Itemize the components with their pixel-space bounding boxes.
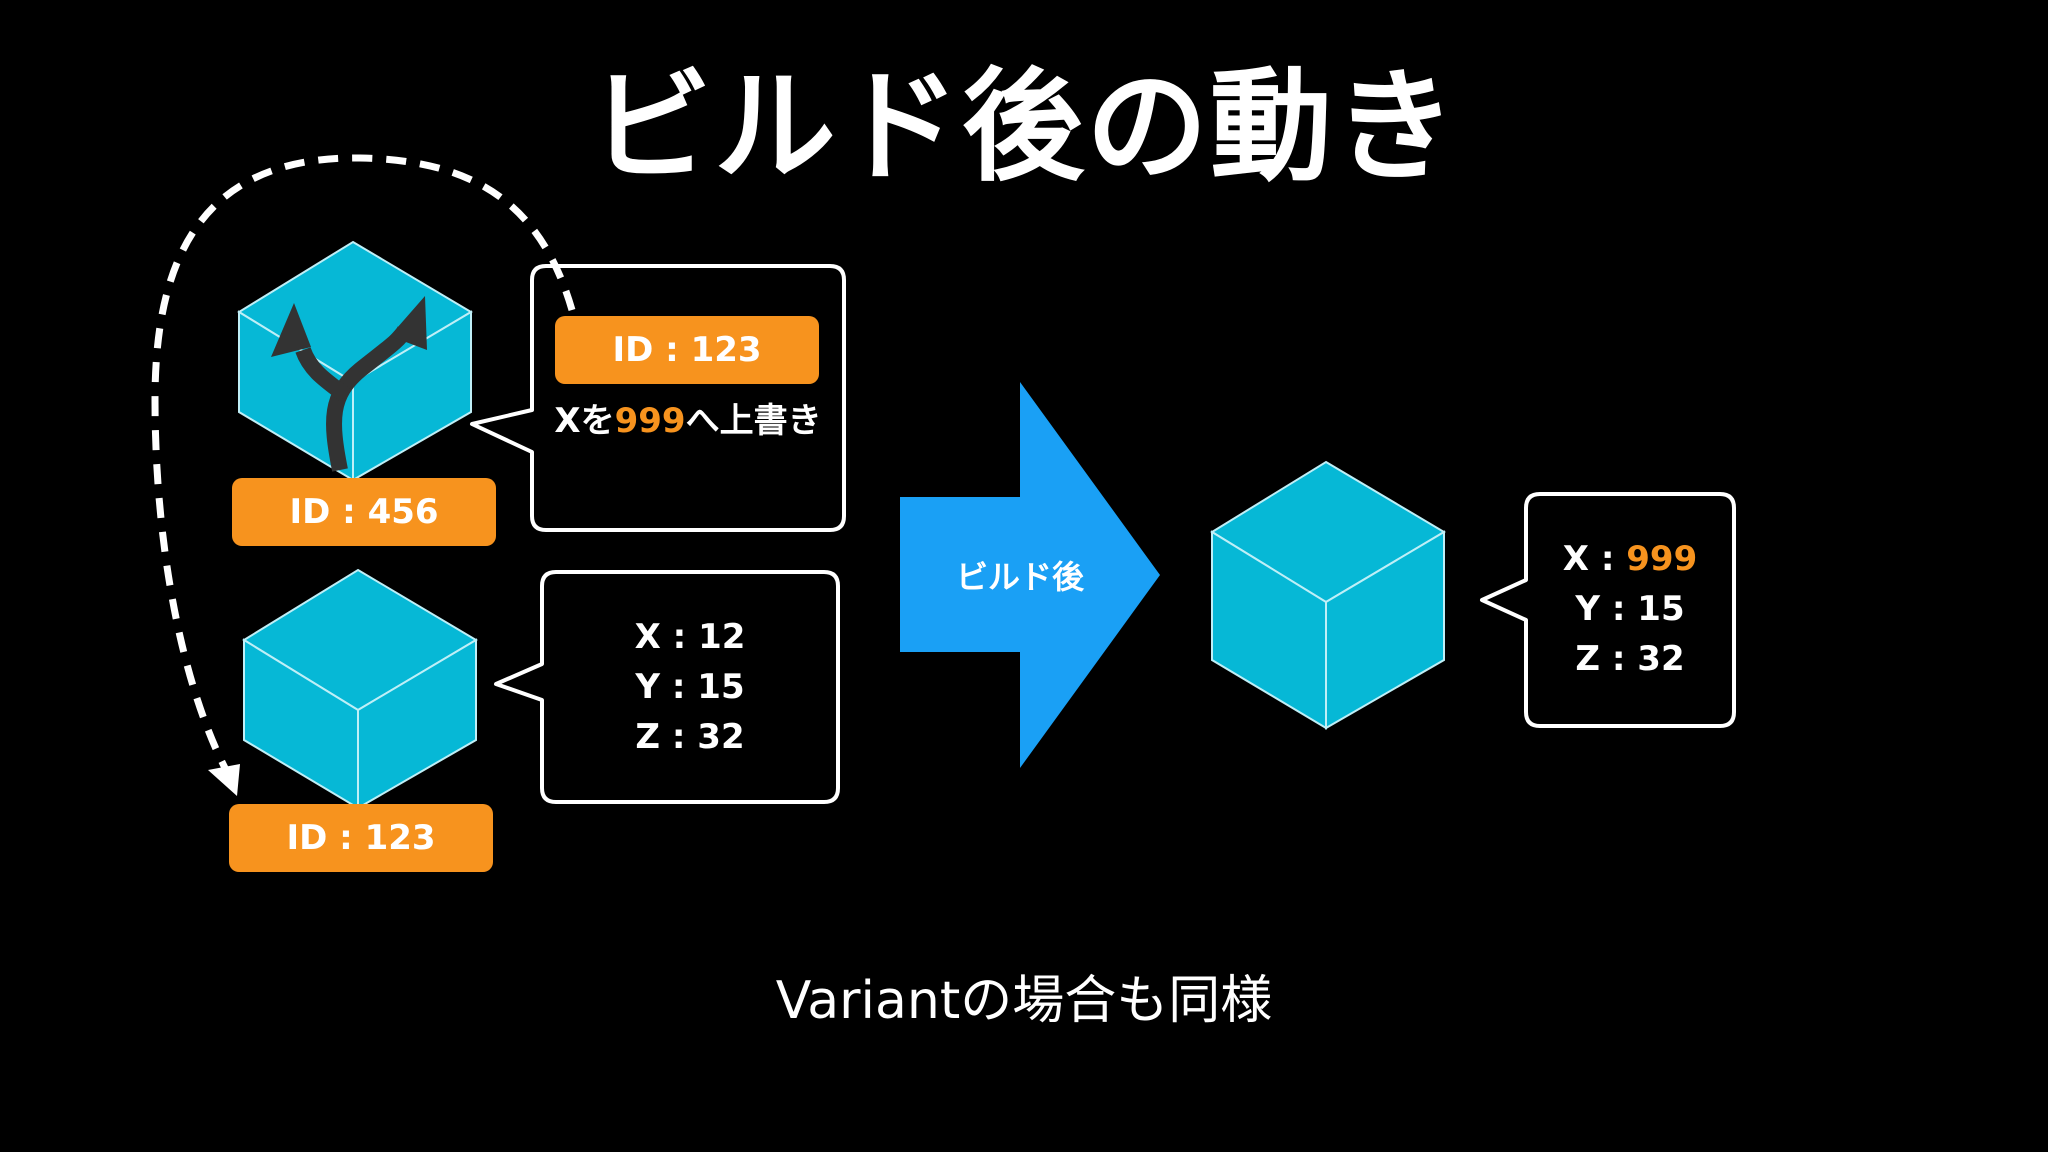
cube-top-left-right-face (352, 310, 472, 482)
override-text-value: 999 (614, 401, 686, 441)
after-prop-x: X : 999 (1526, 534, 1734, 584)
cube-bottom-left (242, 568, 478, 810)
after-props-text: X : 999 Y : 15 Z : 32 (1526, 534, 1734, 684)
branch-arrows-icon (271, 296, 427, 472)
id-tag-bottom-entity: ID : 123 (229, 804, 493, 872)
id-tag-top-entity: ID : 456 (232, 478, 496, 546)
after-prop-x-prefix: X : (1562, 539, 1627, 579)
override-text: Xを999へ上書き (540, 396, 836, 446)
transition-label: ビルド後 (955, 558, 1084, 596)
cube-after-build-right-face (1325, 530, 1445, 730)
dashed-curved-arrow-icon (151, 154, 576, 796)
bottom-props-text: X : 12 Y : 15 Z : 32 (542, 612, 838, 762)
cube-bottom-left-right-face (357, 638, 477, 810)
prop-x: X : 12 (634, 617, 746, 657)
override-text-suffix: へ上書き (685, 401, 822, 441)
after-props-speech-bubble (1480, 492, 1736, 728)
props-speech-bubble (494, 570, 840, 804)
after-prop-z: Z : 32 (1575, 639, 1685, 679)
cube-after-build (1210, 460, 1446, 730)
build-transition-arrow (900, 382, 1160, 768)
after-prop-x-value: 999 (1626, 539, 1698, 579)
override-line: Xを999へ上書き (540, 396, 836, 446)
footer-note: Variantの場合も同様 (775, 971, 1273, 1031)
prop-y: Y : 15 (635, 667, 745, 707)
id-tag-override-target: ID : 123 (555, 316, 819, 384)
after-prop-y: Y : 15 (1575, 589, 1685, 629)
prop-z: Z : 32 (635, 717, 745, 757)
override-text-prefix: Xを (554, 401, 615, 441)
cube-top-left (237, 240, 473, 482)
slide-title: ビルド後の動き (590, 56, 1458, 198)
